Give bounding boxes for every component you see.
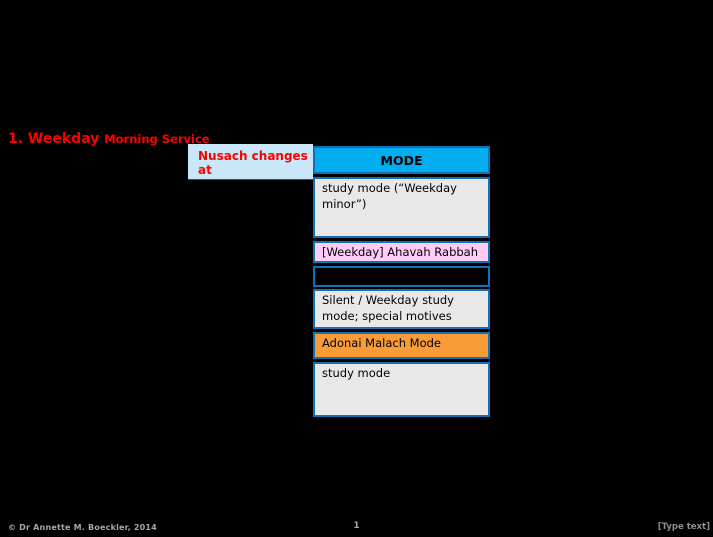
table-header-mode: MODE — [313, 146, 490, 174]
table-row: Adonai Malach Mode — [313, 332, 490, 359]
footer-type-text-placeholder: [Type text] — [657, 522, 710, 532]
table-row: study mode (“Weekday minor”) — [313, 177, 490, 238]
page-title-main: 1. Weekday — [8, 131, 105, 147]
table-row: study mode — [313, 362, 490, 417]
table-corner-cell-nusach-changes-at: Nusach changes at — [188, 144, 313, 180]
table-row: [Weekday] Ahavah Rabbah — [313, 241, 490, 263]
table-row-empty — [313, 266, 490, 287]
mode-table-column: MODE study mode (“Weekday minor”) [Weekd… — [313, 146, 490, 417]
footer-page-number: 1 — [353, 521, 360, 531]
footer-copyright: © Dr Annette M. Boeckler, 2014 — [8, 523, 157, 532]
table-row: Silent / Weekday study mode; special mot… — [313, 289, 490, 329]
page-title: 1. Weekday Morning Service — [8, 128, 210, 147]
page-title-sub: Morning Service — [104, 132, 210, 146]
